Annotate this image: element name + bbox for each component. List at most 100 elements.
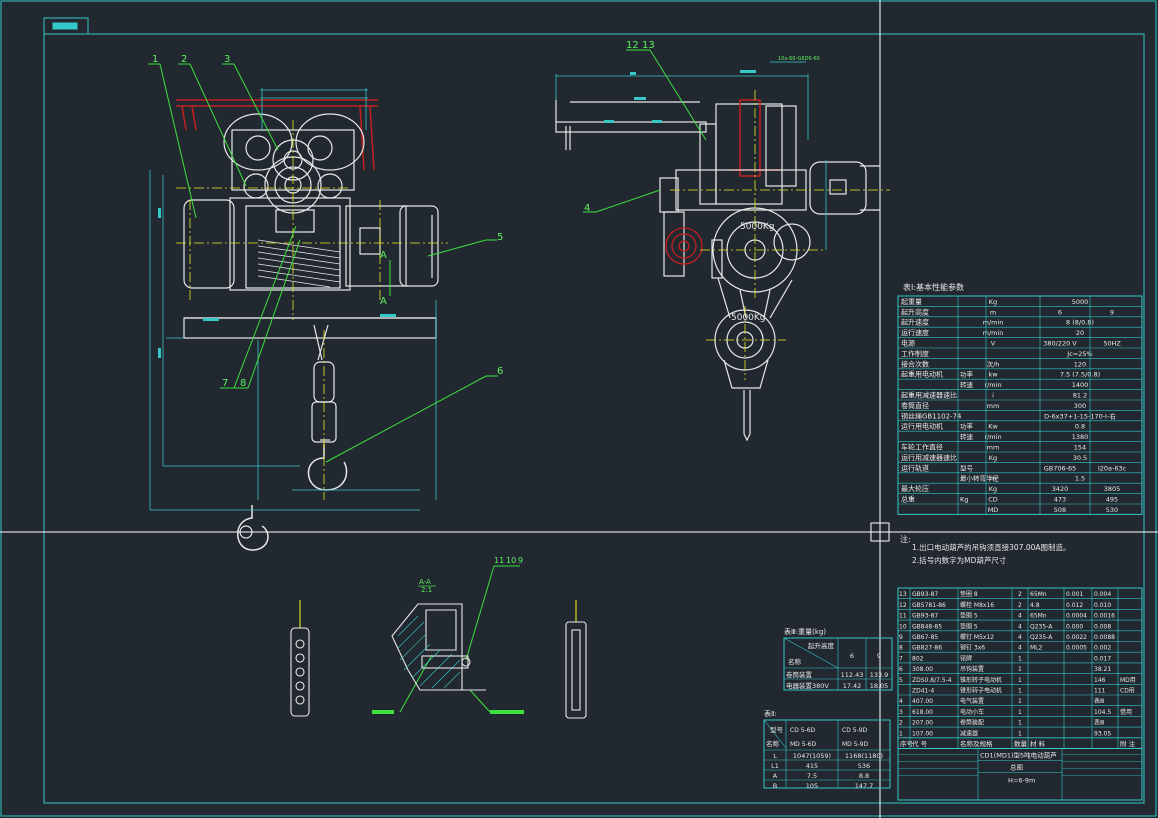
- parts-cell: 11: [899, 613, 907, 620]
- parts-cell: 1: [1018, 720, 1022, 727]
- parts-cell: 146: [1094, 677, 1106, 684]
- table3-cell: 17.42: [843, 682, 862, 690]
- front-view-centerlines: [176, 120, 448, 500]
- table1-row-label: 总重: [901, 495, 915, 504]
- table1-row-value: 6: [1058, 308, 1062, 316]
- table1-row-value: 1.5: [1075, 475, 1085, 483]
- table1-row-value: 120: [1074, 360, 1086, 368]
- table1-row-label: 起重用减速器速比: [901, 391, 957, 400]
- table1-row-value2: 530: [1106, 506, 1118, 514]
- table2-cell: A: [773, 772, 778, 780]
- table1-row-value2: Ⅰ20a-63c: [1098, 464, 1127, 472]
- table1-row-sublabel: 功率: [960, 370, 974, 379]
- parts-cell: 0.004: [1094, 591, 1111, 598]
- table1-row-value2: 3805: [1104, 485, 1121, 493]
- table1-row-label: 钢丝绳GB1102-74: [901, 411, 962, 420]
- table3-head: 起升高度: [808, 641, 835, 650]
- parts-cell: 1: [1018, 698, 1022, 705]
- table1-row-label: 接合次数: [901, 359, 929, 368]
- section-mark-a-lower: A: [380, 296, 387, 307]
- parts-cell: ZDS0.8/7.5-4: [912, 677, 952, 684]
- parts-cell: 垫圈 5: [960, 612, 978, 620]
- title-block-name: CD1(MD1)型5吨电动葫芦: [980, 751, 1057, 760]
- parts-cell: 3: [899, 709, 903, 716]
- balloon-11: 11: [494, 556, 504, 565]
- parts-cell: 4: [1018, 613, 1022, 620]
- parts-cell: 0.0004: [1066, 613, 1087, 620]
- table1-row-sublabel: 型号: [960, 463, 974, 472]
- table1-row-label: 起重用电动机: [901, 370, 943, 379]
- table1-row-value: 7.5 (7.5/0.8): [1060, 371, 1100, 379]
- parts-cell: 1: [899, 730, 903, 737]
- table1-row-unit: m/min: [983, 319, 1004, 327]
- table1-row-unit: mm: [987, 402, 1000, 410]
- parts-cell: ZD41-4: [912, 688, 935, 695]
- table2-cell: L: [773, 752, 777, 760]
- table1-row-label: 工作制度: [901, 349, 929, 358]
- table1-row-unit: m: [990, 475, 996, 483]
- parts-cell: 10: [899, 623, 907, 630]
- parts-cell: 借用: [1120, 708, 1132, 716]
- balloon-2: 2: [181, 54, 187, 65]
- parts-cell: 锥形转子电动机: [960, 676, 1002, 684]
- parts-cell: 0.0016: [1094, 613, 1115, 620]
- table1-row-value: 3420: [1052, 485, 1069, 493]
- table1-row-value: 300: [1074, 402, 1086, 410]
- table1-row-sublabel: 转速: [960, 432, 974, 441]
- table2-cell: 105: [806, 782, 818, 790]
- parts-cell: 5: [899, 677, 903, 684]
- parts-cell: 7: [899, 655, 903, 662]
- table1-row-unit: kw: [988, 371, 998, 379]
- parts-cell: 垫圈 8: [960, 590, 978, 598]
- parts-cell: GB67-85: [912, 634, 938, 641]
- balloon-6: 6: [497, 366, 503, 377]
- table1-row-unit: Kg: [989, 454, 997, 462]
- parts-cell: 0.010: [1094, 602, 1111, 609]
- table1-row-label: 最大轮压: [901, 484, 929, 493]
- parts-cell: 锥形转子电动机: [960, 687, 1002, 695]
- parts-cell: 93.05: [1094, 730, 1111, 737]
- table2-cell: 8.8: [859, 772, 869, 780]
- table1-row-label: 车轮工作直径: [901, 443, 943, 452]
- table1-row-label: 运行用电动机: [901, 422, 943, 431]
- parts-cell: 2: [1018, 602, 1022, 609]
- parts-cell: 1: [1018, 688, 1022, 695]
- parts-cell: 1: [1018, 677, 1022, 684]
- note-2: 2.括号内数字为MD葫芦尺寸: [912, 555, 1007, 565]
- parts-cell: 电动小车: [960, 708, 984, 716]
- table2-title: 表Ⅱ:: [764, 709, 777, 718]
- parts-cell: GB827-86: [912, 645, 942, 652]
- table1-row-unit: r/min: [984, 433, 1001, 441]
- table1-row-unit: Kg: [989, 485, 997, 493]
- table1-row-sublabel: Kg: [960, 496, 968, 504]
- balloon-9: 9: [518, 556, 523, 565]
- load-label-lower: 5000Kg: [731, 313, 766, 323]
- table1-row-unit: MD: [988, 506, 999, 514]
- table1-row-label: 卷筒直径: [901, 401, 929, 410]
- parts-cell: 4: [1018, 623, 1022, 630]
- balloon-8: 8: [240, 378, 246, 389]
- parts-cell: GB848-85: [912, 623, 942, 630]
- parts-cell: GB93-87: [912, 613, 938, 620]
- parts-cell: 4: [1018, 645, 1022, 652]
- balloon-labels: 1 2 3 4 5 6 7 8 12 13 11 10 9: [152, 40, 655, 565]
- parts-cell: GB5781-86: [912, 602, 946, 609]
- parts-cell: Q235-A: [1030, 634, 1053, 641]
- parts-header-cell: 序号: [900, 739, 914, 748]
- section-scale: 2:1: [421, 586, 432, 594]
- table1-row-value: 154: [1074, 444, 1086, 452]
- table2-cell: L1: [771, 762, 779, 770]
- top-note: 10x-60-G6D6-60: [778, 56, 820, 62]
- table3-head: 名称: [788, 657, 802, 666]
- parts-cell: 0.002: [1094, 645, 1111, 652]
- table1-row-label: 起重量: [901, 298, 922, 306]
- parts-cell: 1: [1018, 730, 1022, 737]
- parts-cell: 1: [1018, 709, 1022, 716]
- table1-row-unit: Kw: [988, 423, 998, 431]
- table1-row-value: 473: [1054, 496, 1066, 504]
- table1-row-unit: CD: [988, 496, 998, 504]
- balloon-3: 3: [224, 54, 230, 65]
